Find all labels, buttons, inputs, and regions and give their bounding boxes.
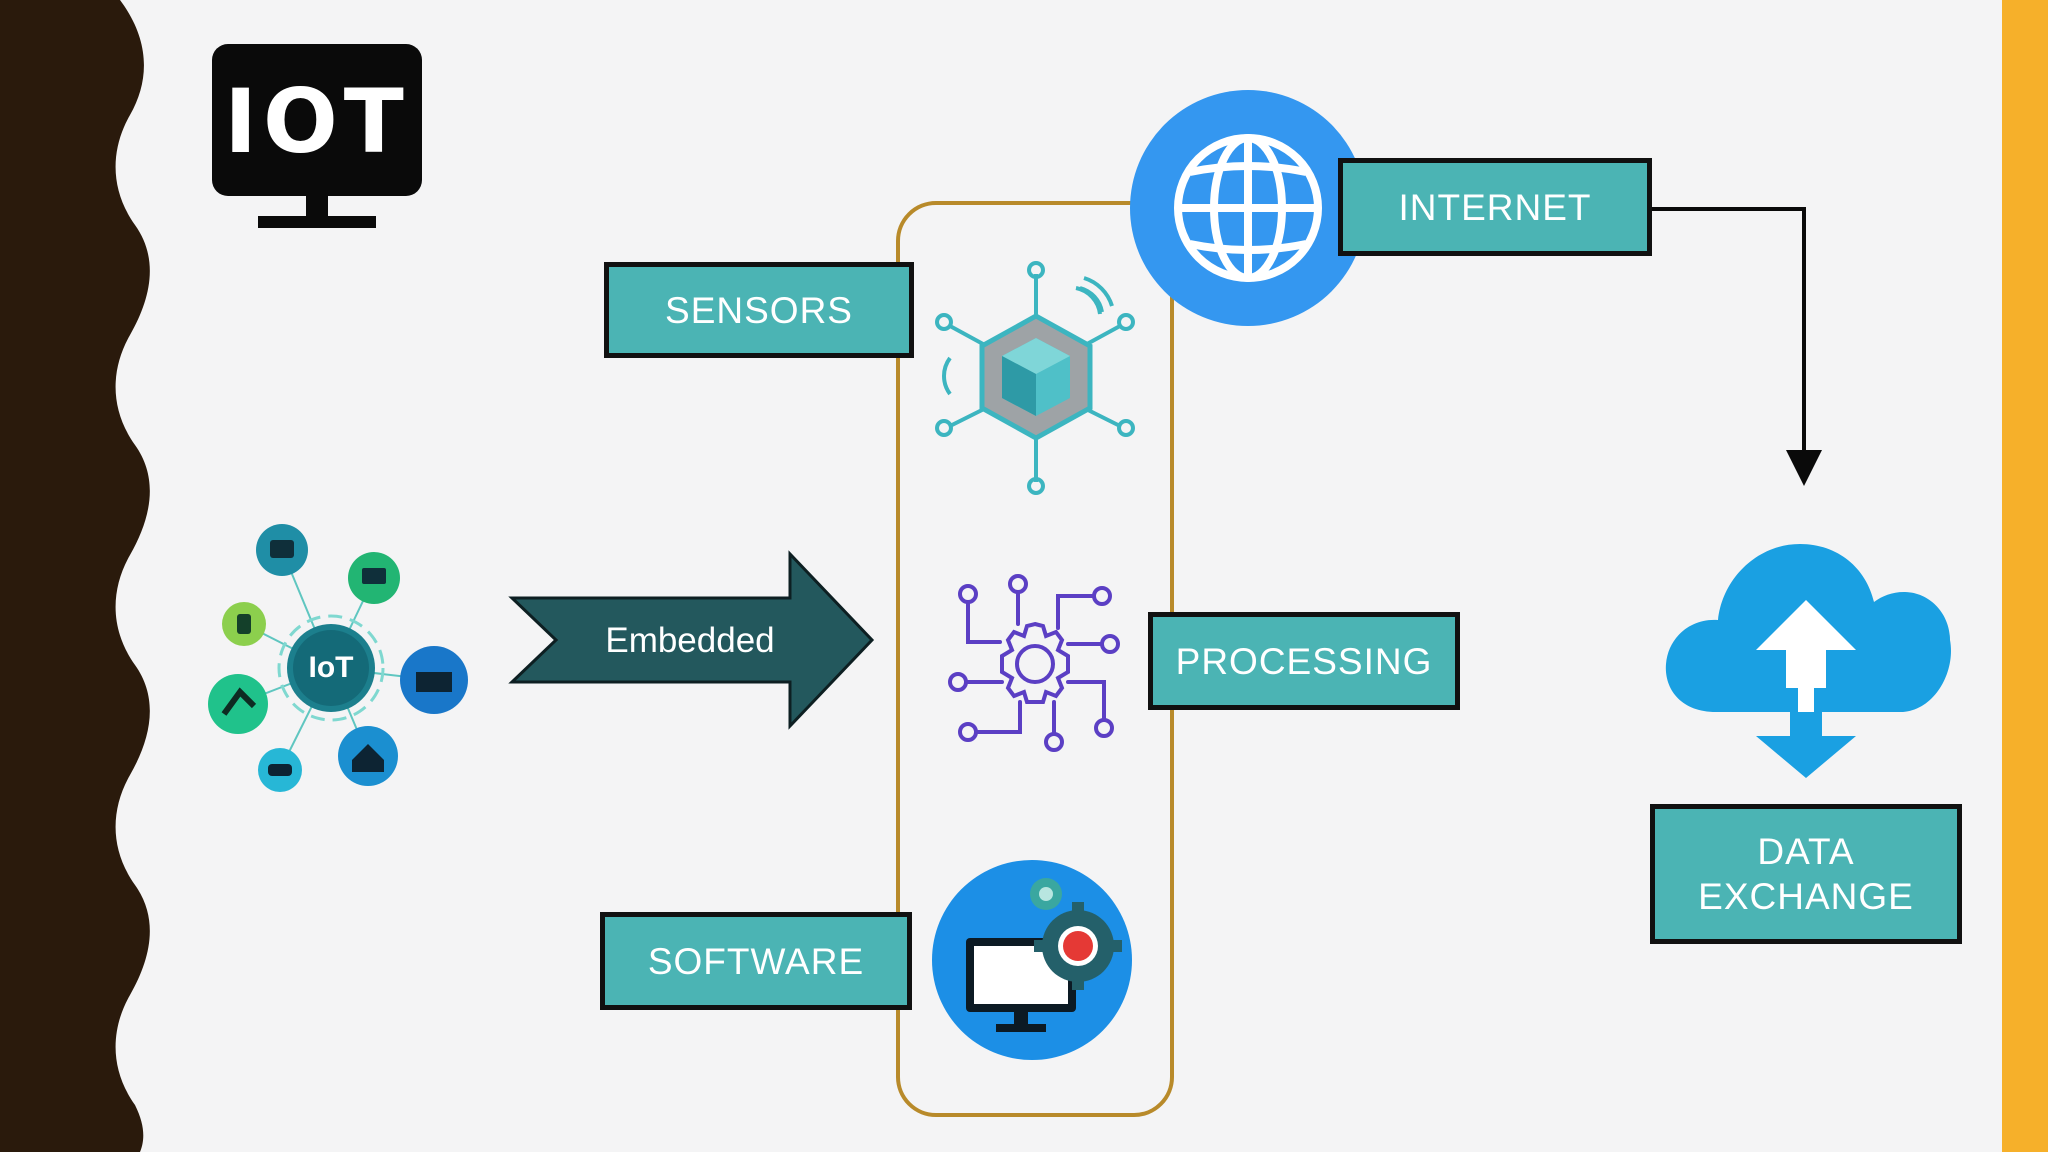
hub-label: IoT <box>308 651 354 684</box>
embedded-label: Embedded <box>605 621 775 660</box>
logo-text: IOT <box>224 70 410 173</box>
internet-box: INTERNET <box>1338 158 1652 256</box>
globe-icon <box>1130 90 1366 326</box>
processing-box: PROCESSING <box>1148 612 1460 710</box>
monitor-icon <box>212 44 422 228</box>
sensor-chip-icon <box>935 261 1135 495</box>
right-accent-bar <box>2002 0 2048 1152</box>
data-exchange-line1: DATA <box>1757 831 1855 872</box>
gear-circuit-icon <box>948 574 1120 752</box>
computer-gear-icon <box>932 860 1132 1060</box>
sensors-box: SENSORS <box>604 262 914 358</box>
data-exchange-box: DATA EXCHANGE <box>1650 804 1962 944</box>
cloud-transfer-icon <box>1665 544 1951 778</box>
software-box: SOFTWARE <box>600 912 912 1010</box>
data-exchange-line2: EXCHANGE <box>1698 876 1914 917</box>
left-wavy-band <box>0 0 150 1152</box>
internet-to-cloud-arrow <box>1650 207 1822 486</box>
iot-network-icon <box>208 524 468 792</box>
embedded-arrow <box>508 550 875 730</box>
